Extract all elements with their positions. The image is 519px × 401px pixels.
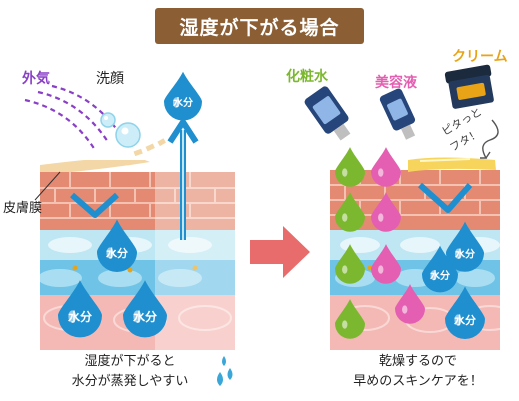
cream-jar bbox=[444, 64, 494, 109]
water-drop-label: 水分 bbox=[429, 269, 450, 282]
cream-label: クリーム bbox=[452, 49, 508, 65]
water-drop: 水分 bbox=[123, 280, 167, 338]
toner-drop bbox=[335, 192, 365, 232]
water-drop-label: 水分 bbox=[454, 313, 476, 327]
splash-icon bbox=[217, 356, 233, 386]
cream-seal-strip bbox=[408, 157, 496, 172]
penetration-arrow-right bbox=[418, 182, 473, 213]
cream-curl-arrow bbox=[480, 119, 499, 159]
outside-air-lines bbox=[24, 84, 121, 151]
serum-label: 美容液 bbox=[375, 75, 417, 91]
left-caption-line1: 湿度が下がると bbox=[84, 354, 176, 369]
left-skin-block bbox=[40, 160, 235, 350]
penetration-arrow-left bbox=[70, 192, 120, 218]
evaporating-water-drop-label: 水分 bbox=[172, 96, 193, 109]
bubbles bbox=[100, 112, 141, 148]
water-drop-label: 水分 bbox=[106, 246, 128, 260]
evaporation-arrow bbox=[167, 119, 199, 240]
right-caption-line2: 早めのスキンケアを！ bbox=[353, 374, 483, 389]
sebum-pointer bbox=[34, 171, 61, 201]
toner-label: 化粧水 bbox=[286, 69, 328, 85]
outside-air-label: 外気 bbox=[22, 71, 50, 87]
toner-drop bbox=[335, 299, 365, 339]
serum-drop bbox=[371, 147, 401, 187]
face-wash-label: 洗顔 bbox=[96, 71, 124, 87]
left-caption-line2: 水分が蒸発しやすい bbox=[71, 374, 189, 389]
water-drop: 水分 bbox=[445, 286, 485, 339]
toner-bottle bbox=[304, 86, 351, 141]
right-caption: 乾燥するので 早めのスキンケアを！ bbox=[328, 352, 508, 392]
water-drops: 水分水分水分水分水分水分水分 bbox=[58, 71, 485, 339]
water-drop: 水分 bbox=[58, 280, 102, 338]
sebum-film-label: 皮膚膜 bbox=[3, 201, 43, 216]
sebum-fragments bbox=[133, 138, 166, 157]
right-caption-line1: 乾燥するので bbox=[378, 354, 457, 369]
toner-drop bbox=[335, 244, 365, 284]
title-banner: 湿度が下がる場合 bbox=[155, 8, 364, 44]
water-drop-label: 水分 bbox=[454, 248, 475, 261]
transition-arrow bbox=[250, 226, 310, 278]
serum-bottle bbox=[379, 88, 416, 140]
page-title: 湿度が下がる場合 bbox=[179, 16, 340, 39]
water-drop-label: 水分 bbox=[68, 309, 92, 324]
serum-drop bbox=[371, 192, 401, 232]
left-caption: 湿度が下がると 水分が蒸発しやすい bbox=[40, 352, 220, 392]
serum-drop bbox=[371, 244, 401, 284]
water-drop: 水分 bbox=[422, 245, 458, 293]
evaporating-water-drop: 水分 bbox=[164, 71, 203, 121]
water-drop: 水分 bbox=[97, 219, 137, 272]
toner-drop bbox=[335, 147, 365, 187]
water-drop: 水分 bbox=[446, 221, 484, 272]
water-drop-label: 水分 bbox=[133, 309, 157, 324]
serum-drop bbox=[395, 284, 425, 324]
